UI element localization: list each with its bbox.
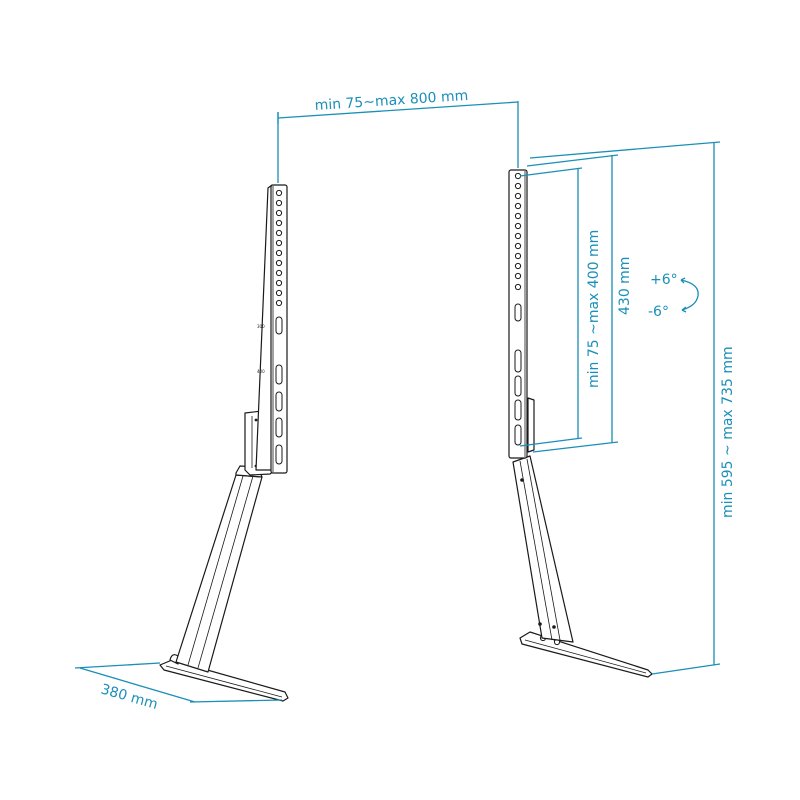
left-stand-leg: 300 400	[159, 184, 289, 702]
base-depth-label: 380 mm	[99, 681, 160, 712]
right-bracket-holes	[514, 172, 522, 446]
tilt-indicator: +6° -6°	[648, 272, 699, 320]
bracket-label-300: 300	[257, 324, 265, 329]
tilt-arrow-icon	[680, 279, 699, 311]
bracket-label-400: 400	[257, 369, 265, 374]
overall-height-dimension: min 595 ~ max 735 mm	[529, 141, 736, 675]
width-dimension: min 75~max 800 mm	[277, 88, 519, 183]
hole-spacing-dimension: min 75 ~max 400 mm	[519, 167, 602, 447]
bracket-height-label: 430 mm	[617, 257, 633, 315]
overall-height-label: min 595 ~ max 735 mm	[720, 346, 736, 518]
tilt-up-label: +6°	[650, 272, 678, 288]
tilt-down-label: -6°	[648, 304, 669, 320]
hole-spacing-label: min 75 ~max 400 mm	[586, 230, 602, 388]
bracket-height-dimension: 430 mm	[526, 154, 633, 453]
right-stand-leg	[508, 169, 653, 678]
left-bracket-holes	[275, 189, 283, 465]
